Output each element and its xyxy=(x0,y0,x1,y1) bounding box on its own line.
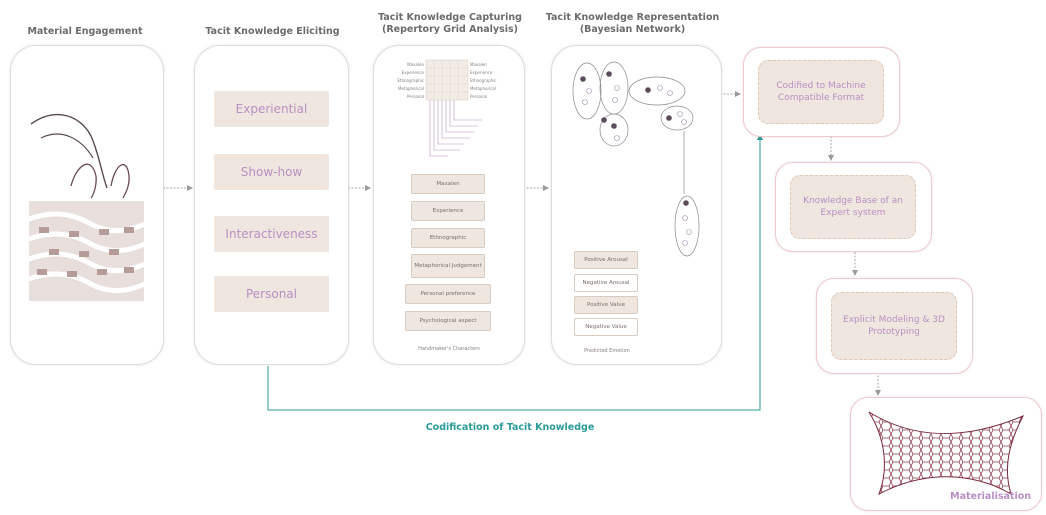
material-engagement-panel xyxy=(10,45,164,365)
knowledge-base-panel: Knowledge Base of an Expert system xyxy=(775,162,932,252)
modeling-panel: Explicit Modeling & 3D Prototyping xyxy=(816,278,973,374)
stage-modeling: Explicit Modeling & 3D Prototyping xyxy=(831,292,957,360)
capturing-item-personal-preference: Personal preference xyxy=(405,284,491,304)
stage-knowledge-base: Knowledge Base of an Expert system xyxy=(790,175,916,239)
representation-item-positive-value: Positive Value xyxy=(574,296,638,314)
woven-material-photo xyxy=(29,201,144,301)
capturing-panel: Maxalen Experience Ethnographic Metaphor… xyxy=(373,45,525,365)
eliciting-item-show-how: Show-how xyxy=(214,154,329,190)
eliciting-item-experiential: Experiential xyxy=(214,91,329,127)
hand-sketch xyxy=(30,113,130,199)
stage-codified: Codified to Machine Compatible Format xyxy=(758,60,884,124)
title-tacit-capturing: Tacit Knowledge Capturing (Repertory Gri… xyxy=(370,12,530,36)
grid-left-labels: Maxalen Experience Ethnographic Metaphor… xyxy=(396,61,424,101)
representation-item-negative-arousal: Negative Arousal xyxy=(574,274,638,292)
capturing-item-ethnographic: Ethnographic xyxy=(411,228,485,248)
codification-label: Codification of Tacit Knowledge xyxy=(425,422,595,433)
representation-caption: Predicted Emotion xyxy=(584,348,630,354)
capturing-item-experience: Experience xyxy=(411,201,485,221)
title-tacit-capturing-line2: (Repertory Grid Analysis) xyxy=(381,24,518,35)
grid-right-label: Personal xyxy=(470,94,488,99)
hyperbolic-mesh xyxy=(868,411,1025,496)
title-tacit-representation: Tacit Knowledge Representation (Bayesian… xyxy=(545,12,720,36)
representation-item-negative-value: Negative Value xyxy=(574,318,638,336)
codified-panel: Codified to Machine Compatible Format xyxy=(743,47,900,137)
title-tacit-representation-line1: Tacit Knowledge Representation xyxy=(545,12,720,23)
grid-right-label: Experience xyxy=(470,70,493,75)
grid-right-label: Metaphorical xyxy=(470,86,496,91)
eliciting-item-personal: Personal xyxy=(214,276,329,312)
capturing-caption: Handmaker's Characters xyxy=(418,346,480,352)
representation-item-positive-arousal: Positive Arousal xyxy=(574,251,638,269)
grid-left-label: Maxalen xyxy=(407,62,424,67)
capturing-item-metaphorical: Metaphorical Judgement xyxy=(411,254,485,278)
grid-right-label: Ethnographic xyxy=(470,78,497,83)
codification-path xyxy=(267,134,763,411)
title-tacit-capturing-line1: Tacit Knowledge Capturing xyxy=(378,12,522,23)
grid-right-labels: Maxalen Experience Ethnographic Metaphor… xyxy=(470,61,500,101)
grid-left-label: Ethnographic xyxy=(397,78,424,83)
representation-panel: Positive Arousal Negative Arousal Positi… xyxy=(551,45,722,365)
materialisation-label: Materialisation xyxy=(950,491,1031,502)
title-tacit-representation-line2: (Bayesian Network) xyxy=(579,24,686,35)
capturing-item-psychological: Psychological aspect xyxy=(405,311,491,331)
grid-right-label: Maxalen xyxy=(470,62,487,67)
title-tacit-eliciting: Tacit Knowledge Eliciting xyxy=(205,26,340,37)
repertory-grid xyxy=(425,59,482,157)
capturing-item-maxalen: Maxalen xyxy=(411,174,485,194)
materialisation-panel: Materialisation xyxy=(850,397,1042,511)
eliciting-item-interactiveness: Interactiveness xyxy=(214,216,329,252)
title-material-engagement: Material Engagement xyxy=(27,26,143,37)
grid-left-label: Metaphorical xyxy=(398,86,424,91)
eliciting-panel: Experiential Show-how Interactiveness Pe… xyxy=(194,45,349,365)
bayesian-network xyxy=(572,61,700,257)
grid-left-label: Experience xyxy=(401,70,424,75)
grid-left-label: Personal xyxy=(406,94,424,99)
